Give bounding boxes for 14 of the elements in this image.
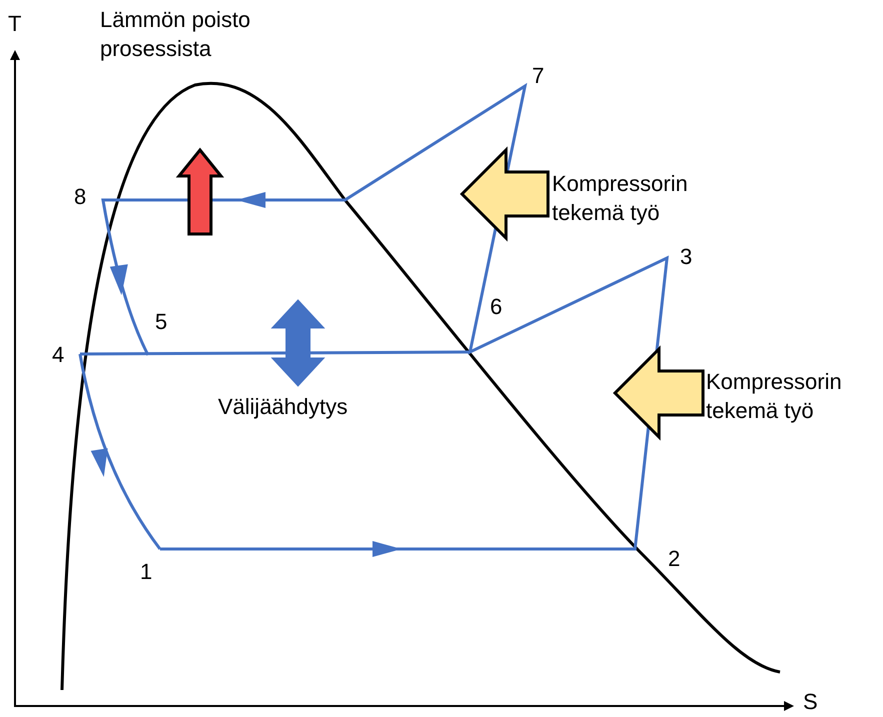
axis-label: T	[8, 10, 22, 38]
point-label: 6	[490, 293, 502, 321]
axis-label: S	[803, 688, 818, 716]
point-label: 4	[52, 341, 64, 369]
annotation-text: Kompressorin tekemä työ	[706, 368, 843, 425]
point-label: 1	[140, 558, 152, 586]
point-label: 8	[74, 183, 86, 211]
annotation-text: Lämmön poisto prosessista	[100, 6, 252, 63]
annotation-text: Kompressorin tekemä työ	[552, 170, 689, 227]
point-label: 5	[155, 308, 168, 336]
point-label: 2	[668, 545, 680, 573]
point-label: 3	[680, 243, 692, 271]
annotation-text: Välijäähdytys	[218, 393, 348, 421]
point-label: 7	[532, 62, 544, 90]
